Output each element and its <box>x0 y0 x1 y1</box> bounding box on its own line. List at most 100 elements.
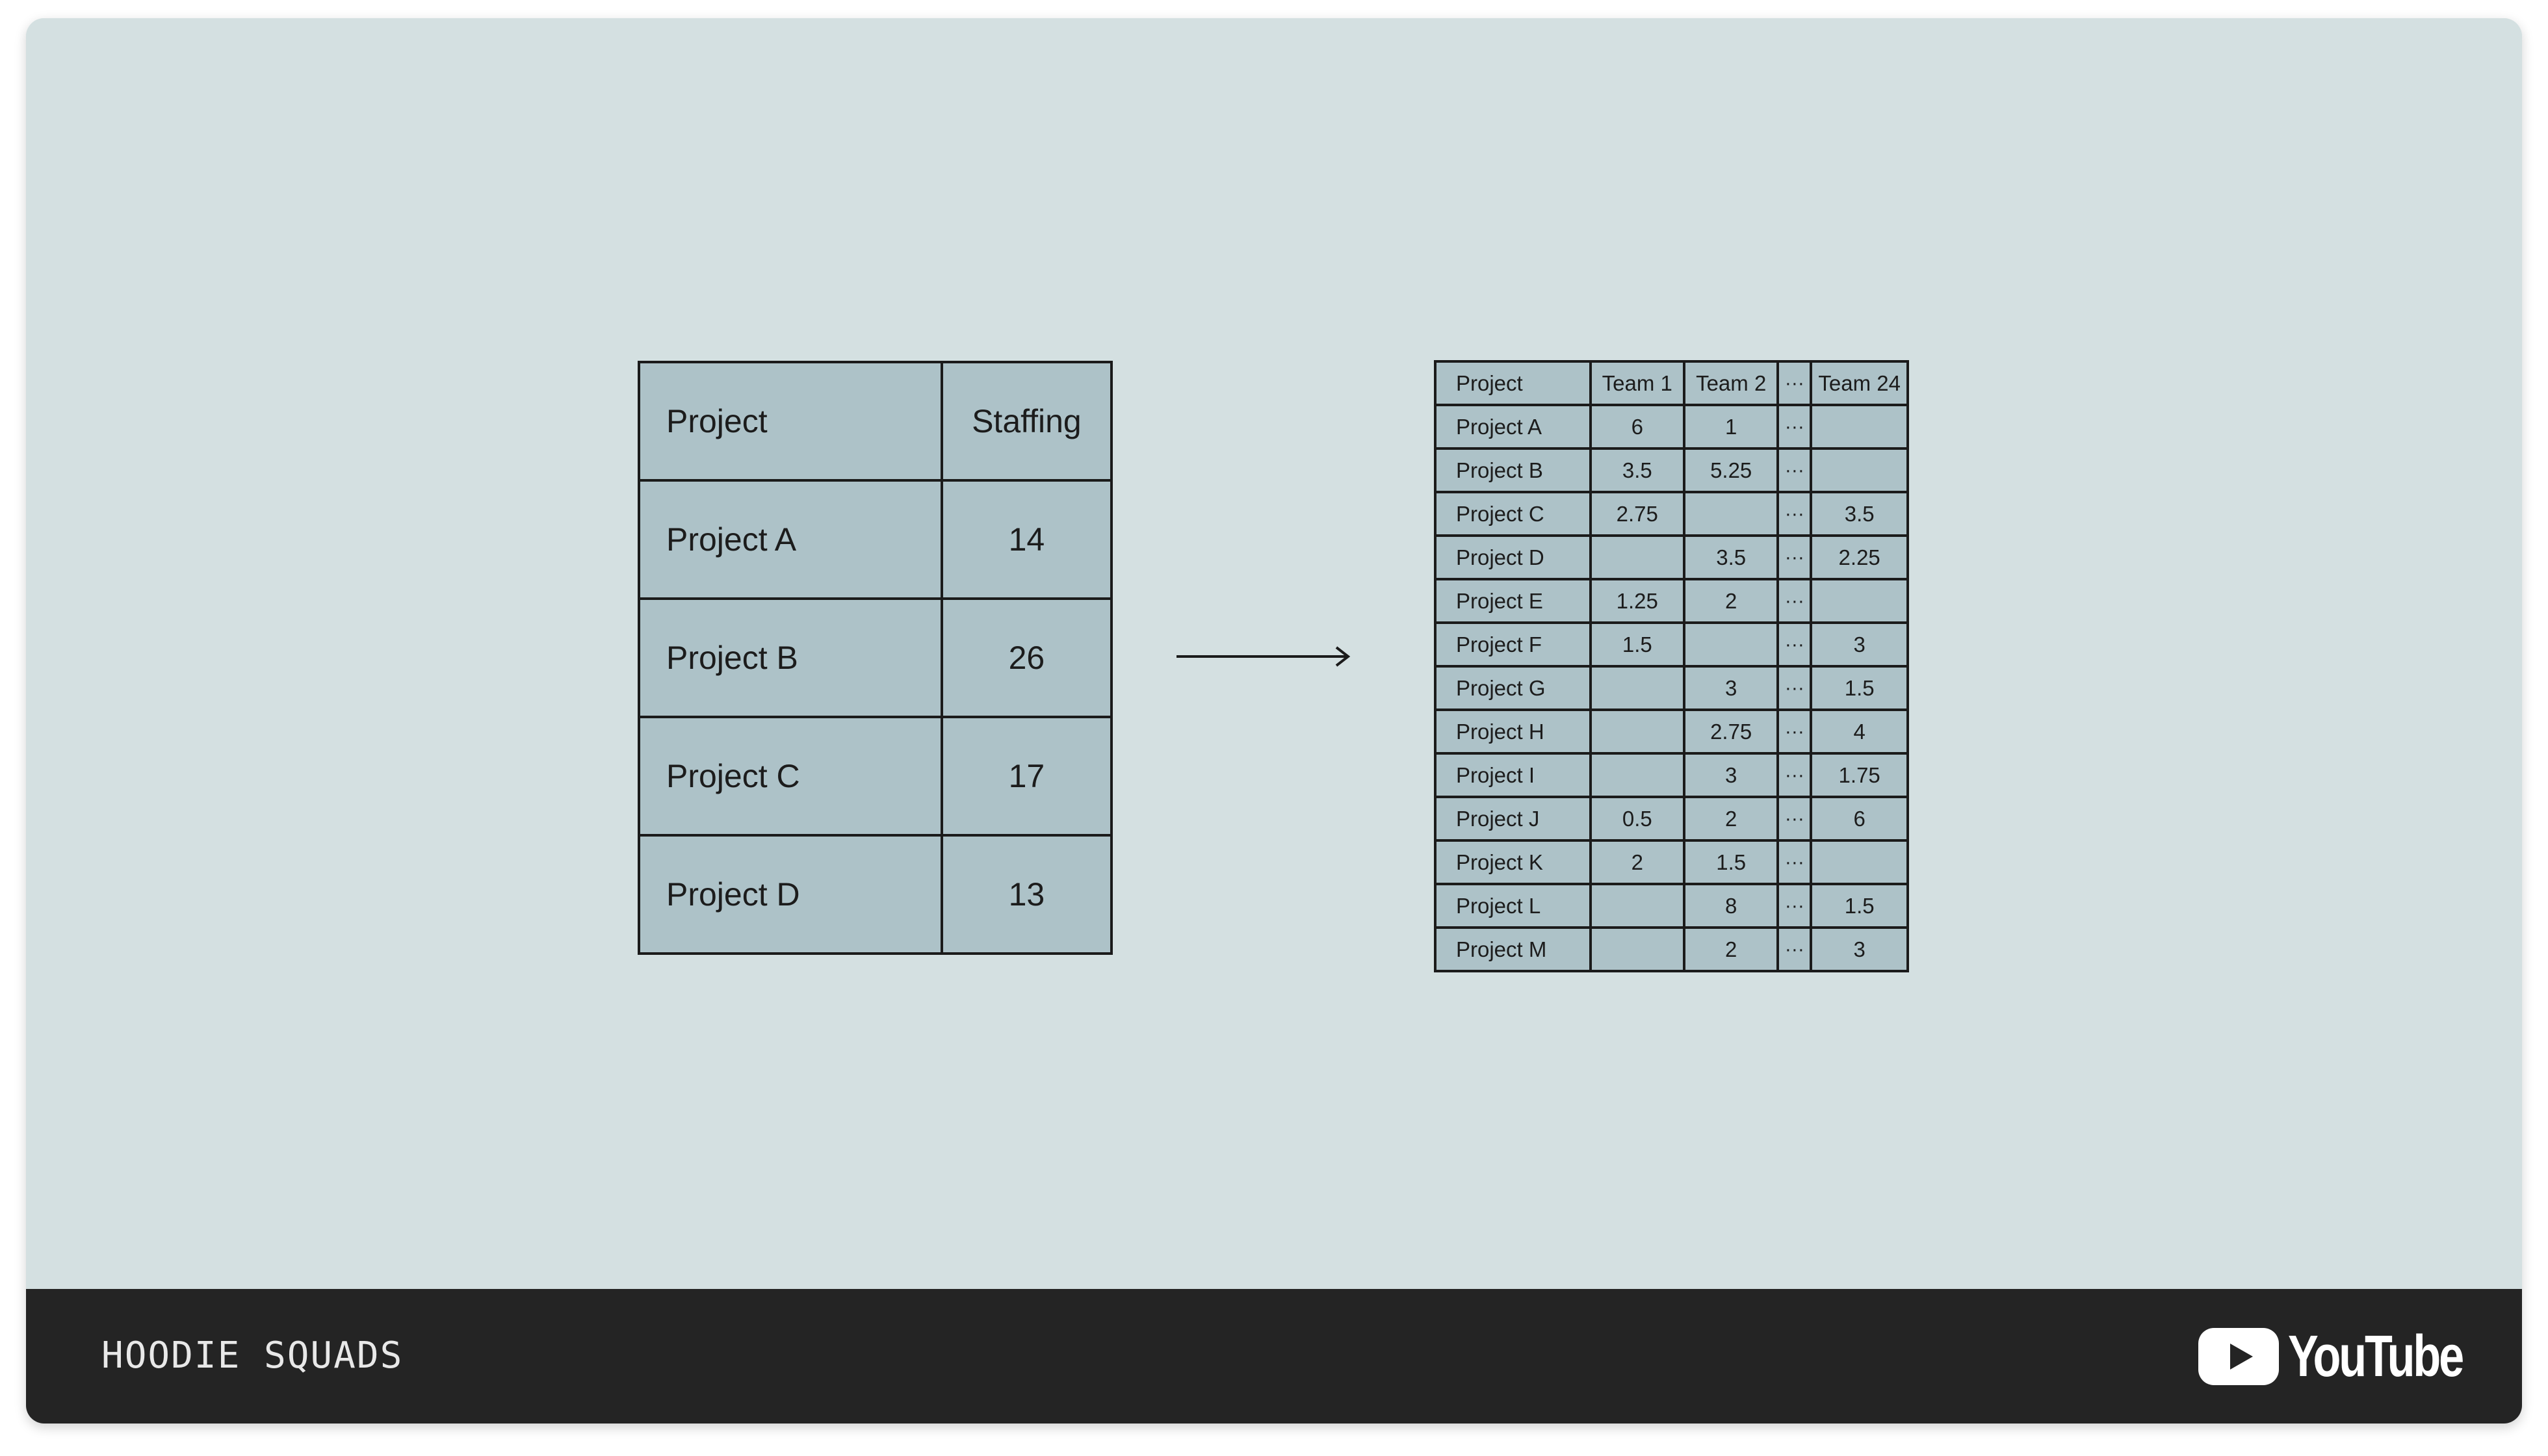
project-name-cell: Project C <box>638 716 943 837</box>
allocation-value-cell: 1.25 <box>1589 578 1685 624</box>
ellipsis-cell: ··· <box>1776 447 1813 493</box>
table-row: Project I 3···1.75 <box>1434 752 1909 798</box>
project-name-cell: Project F <box>1434 621 1592 668</box>
project-name-cell: Project M <box>1434 926 1592 972</box>
project-name-cell: Project G <box>1434 665 1592 711</box>
allocation-value-cell: 6 <box>1589 404 1685 450</box>
allocation-value-cell: 4 <box>1810 708 1909 755</box>
allocation-value-cell: 2 <box>1682 926 1780 972</box>
allocation-value-cell: 1.5 <box>1810 665 1909 711</box>
allocation-value-cell: 2 <box>1682 796 1780 842</box>
ellipsis-cell: ··· <box>1776 708 1813 755</box>
table-row: Project G 3···1.5 <box>1434 665 1909 711</box>
allocation-value-cell <box>1589 708 1685 755</box>
project-name-cell: Project B <box>1434 447 1592 493</box>
allocation-value-cell: 3 <box>1682 665 1780 711</box>
allocation-value-cell: 0.5 <box>1589 796 1685 842</box>
youtube-logo[interactable]: YouTube <box>2198 1323 2464 1389</box>
ellipsis-cell: ··· <box>1776 883 1813 929</box>
channel-brand: HOODIE SQUADS <box>101 1334 404 1377</box>
project-name-cell: Project A <box>638 479 943 600</box>
allocation-value-cell <box>1589 926 1685 972</box>
youtube-wordmark: YouTube <box>2288 1323 2464 1389</box>
allocation-value-cell: 1.5 <box>1589 621 1685 668</box>
project-name-cell: Project J <box>1434 796 1592 842</box>
project-name-cell: Project H <box>1434 708 1592 755</box>
allocation-value-cell: 1 <box>1682 404 1780 450</box>
arrow-right-icon <box>1176 646 1351 667</box>
allocation-value-cell: 3.5 <box>1589 447 1685 493</box>
allocation-value-cell: 3.5 <box>1810 491 1909 537</box>
project-name-cell: Project E <box>1434 578 1592 624</box>
ellipsis-cell: ··· <box>1776 926 1813 972</box>
column-header: ··· <box>1776 360 1813 406</box>
allocation-value-cell: 6 <box>1810 796 1909 842</box>
allocation-value-cell: 8 <box>1682 883 1780 929</box>
allocation-value-cell <box>1589 665 1685 711</box>
staffing-value-cell: 14 <box>940 479 1113 600</box>
allocation-value-cell <box>1810 578 1909 624</box>
allocation-value-cell: 2 <box>1682 578 1780 624</box>
column-header: Team 24 <box>1810 360 1909 406</box>
allocation-value-cell <box>1810 404 1909 450</box>
project-name-cell: Project D <box>638 834 943 955</box>
youtube-play-icon <box>2198 1328 2279 1385</box>
allocation-value-cell: 1.75 <box>1810 752 1909 798</box>
allocation-value-cell: 1.5 <box>1810 883 1909 929</box>
ellipsis-cell: ··· <box>1776 404 1813 450</box>
ellipsis-cell: ··· <box>1776 578 1813 624</box>
allocation-value-cell <box>1682 621 1780 668</box>
ellipsis-cell: ··· <box>1776 491 1813 537</box>
allocation-value-cell: 3 <box>1810 926 1909 972</box>
project-name-cell: Project L <box>1434 883 1592 929</box>
project-name-cell: Project B <box>638 597 943 718</box>
allocation-value-cell: 3 <box>1810 621 1909 668</box>
allocation-value-cell: 2.75 <box>1589 491 1685 537</box>
allocation-value-cell <box>1682 491 1780 537</box>
column-header: Staffing <box>940 361 1113 482</box>
allocation-value-cell: 3.5 <box>1682 534 1780 580</box>
ellipsis-cell: ··· <box>1776 796 1813 842</box>
column-header: Team 2 <box>1682 360 1780 406</box>
allocation-value-cell: 5.25 <box>1682 447 1780 493</box>
allocation-value-cell: 3 <box>1682 752 1780 798</box>
project-name-cell: Project D <box>1434 534 1592 580</box>
ellipsis-cell: ··· <box>1776 839 1813 885</box>
project-name-cell: Project I <box>1434 752 1592 798</box>
allocation-value-cell <box>1810 447 1909 493</box>
staffing-value-cell: 17 <box>940 716 1113 837</box>
allocation-value-cell: 2.25 <box>1810 534 1909 580</box>
ellipsis-cell: ··· <box>1776 621 1813 668</box>
column-header: Team 1 <box>1589 360 1685 406</box>
allocation-value-cell <box>1589 752 1685 798</box>
ellipsis-cell: ··· <box>1776 752 1813 798</box>
table-row: Project M 2···3 <box>1434 926 1909 972</box>
footer-bar: HOODIE SQUADS YouTube <box>26 1289 2522 1424</box>
allocation-value-cell: 1.5 <box>1682 839 1780 885</box>
allocation-value-cell <box>1810 839 1909 885</box>
project-name-cell: Project C <box>1434 491 1592 537</box>
project-name-cell: Project K <box>1434 839 1592 885</box>
column-header: Project <box>638 361 943 482</box>
allocation-value-cell: 2.75 <box>1682 708 1780 755</box>
allocation-value-cell: 2 <box>1589 839 1685 885</box>
project-name-cell: Project A <box>1434 404 1592 450</box>
allocation-value-cell <box>1589 534 1685 580</box>
ellipsis-cell: ··· <box>1776 534 1813 580</box>
table-row: Project H 2.75···4 <box>1434 708 1909 755</box>
ellipsis-cell: ··· <box>1776 665 1813 711</box>
